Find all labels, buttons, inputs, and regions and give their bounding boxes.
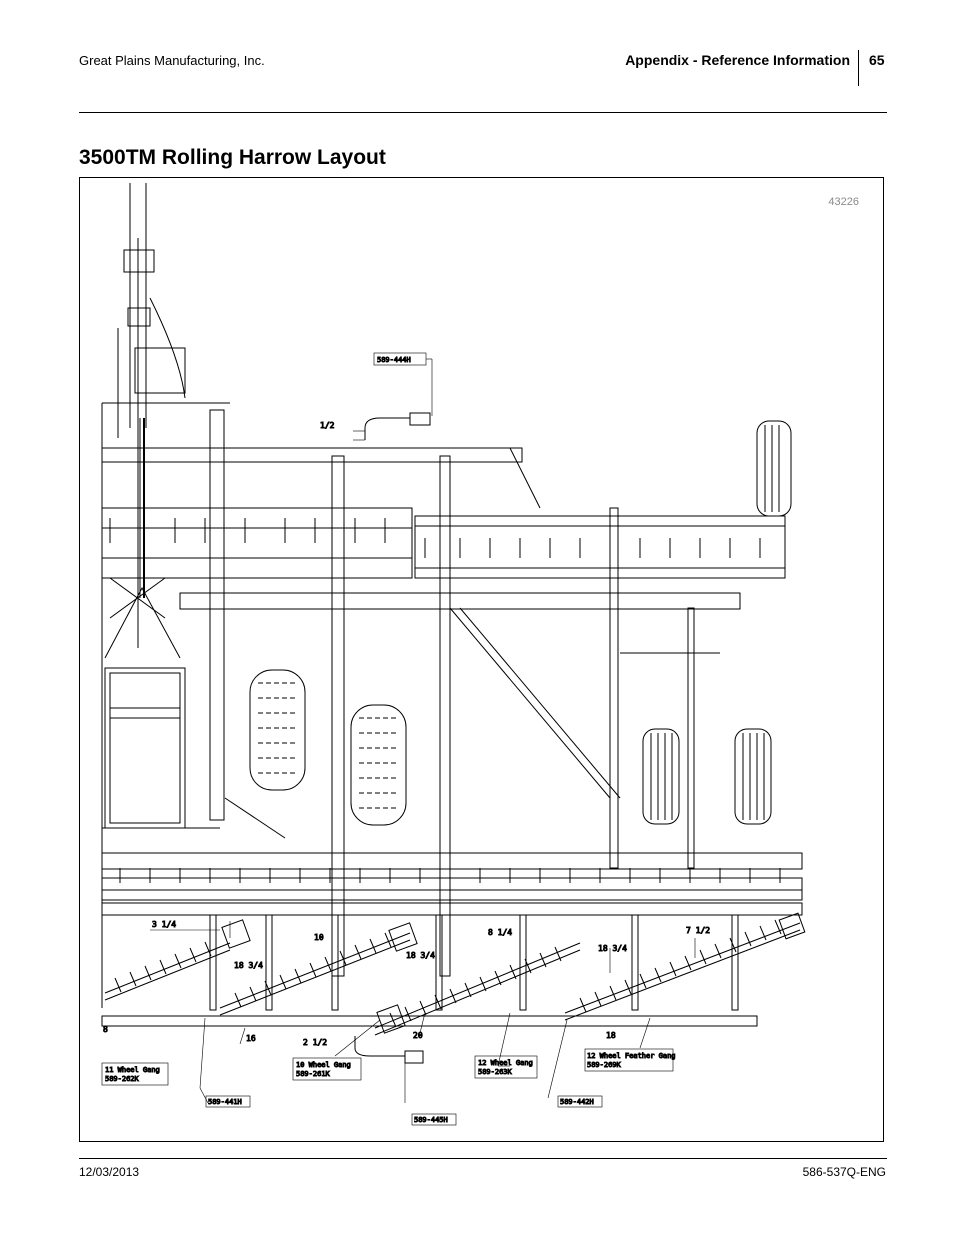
gang-12-name: 12 Wheel Gang — [478, 1059, 533, 1067]
gang-12-feather-name: 12 Wheel Feather Gang — [587, 1052, 676, 1060]
dim-18-3-4-b: 18 3/4 — [406, 951, 435, 960]
header-separator — [858, 50, 859, 86]
header-section: Appendix - Reference Information — [625, 52, 850, 68]
gang-11-part: 589-262K — [105, 1075, 140, 1083]
page-title: 3500TM Rolling Harrow Layout — [79, 146, 386, 169]
dim-3-1-4: 3 1/4 — [152, 920, 176, 929]
main-frame — [101, 447, 803, 916]
header-company: Great Plains Manufacturing, Inc. — [79, 53, 265, 68]
harrow-layout-figure: 43226 — [79, 177, 884, 1142]
label-589-444h: 589-444H — [377, 356, 411, 364]
harrow-layout-drawing: 589-444H 589-441H 589-445H 589-442H 11 W… — [101, 183, 806, 1126]
gang-12-part: 589-263K — [478, 1068, 513, 1076]
tires — [249, 420, 792, 826]
figure-number: 43226 — [828, 196, 859, 208]
gang-12-feather-part: 589-269K — [587, 1061, 622, 1069]
dim-10: 10 — [314, 933, 324, 942]
gang-10-name: 10 Wheel Gang — [296, 1061, 351, 1069]
gang-10-part: 589-261K — [296, 1070, 331, 1078]
label-589-445h: 589-445H — [414, 1116, 448, 1124]
hydraulic-hoses — [354, 412, 431, 1064]
vertical-posts — [209, 409, 695, 977]
label-589-441h: 589-441H — [208, 1098, 242, 1106]
shank-rows — [109, 518, 781, 883]
dim-2-1-2: 2 1/2 — [303, 1038, 327, 1047]
label-589-442h: 589-442H — [560, 1098, 594, 1106]
leader-lines — [101, 352, 696, 1126]
header-rule — [79, 112, 887, 113]
dim-18-3-4-a: 18 3/4 — [234, 961, 263, 970]
gang-posts — [209, 914, 739, 1011]
dim-8-1-4: 8 1/4 — [488, 928, 512, 937]
dim-16: 16 — [246, 1034, 256, 1043]
footer-doc-number: 586-537Q-ENG — [802, 1165, 886, 1179]
gang-11-name: 11 Wheel Gang — [105, 1066, 160, 1074]
dim-18-3-4-c: 18 3/4 — [598, 944, 627, 953]
page-number: 65 — [869, 52, 885, 68]
dim-1-2-top: 1/2 — [320, 421, 335, 430]
footer-rule — [79, 1158, 887, 1159]
dim-18: 18 — [606, 1031, 616, 1040]
dim-8: 8 — [103, 1025, 108, 1034]
left-frame — [101, 402, 230, 1008]
dim-7-1-2: 7 1/2 — [686, 926, 710, 935]
footer-date: 12/03/2013 — [79, 1165, 140, 1179]
harrow-gangs — [101, 912, 806, 1036]
dim-20: 20 — [413, 1031, 423, 1040]
